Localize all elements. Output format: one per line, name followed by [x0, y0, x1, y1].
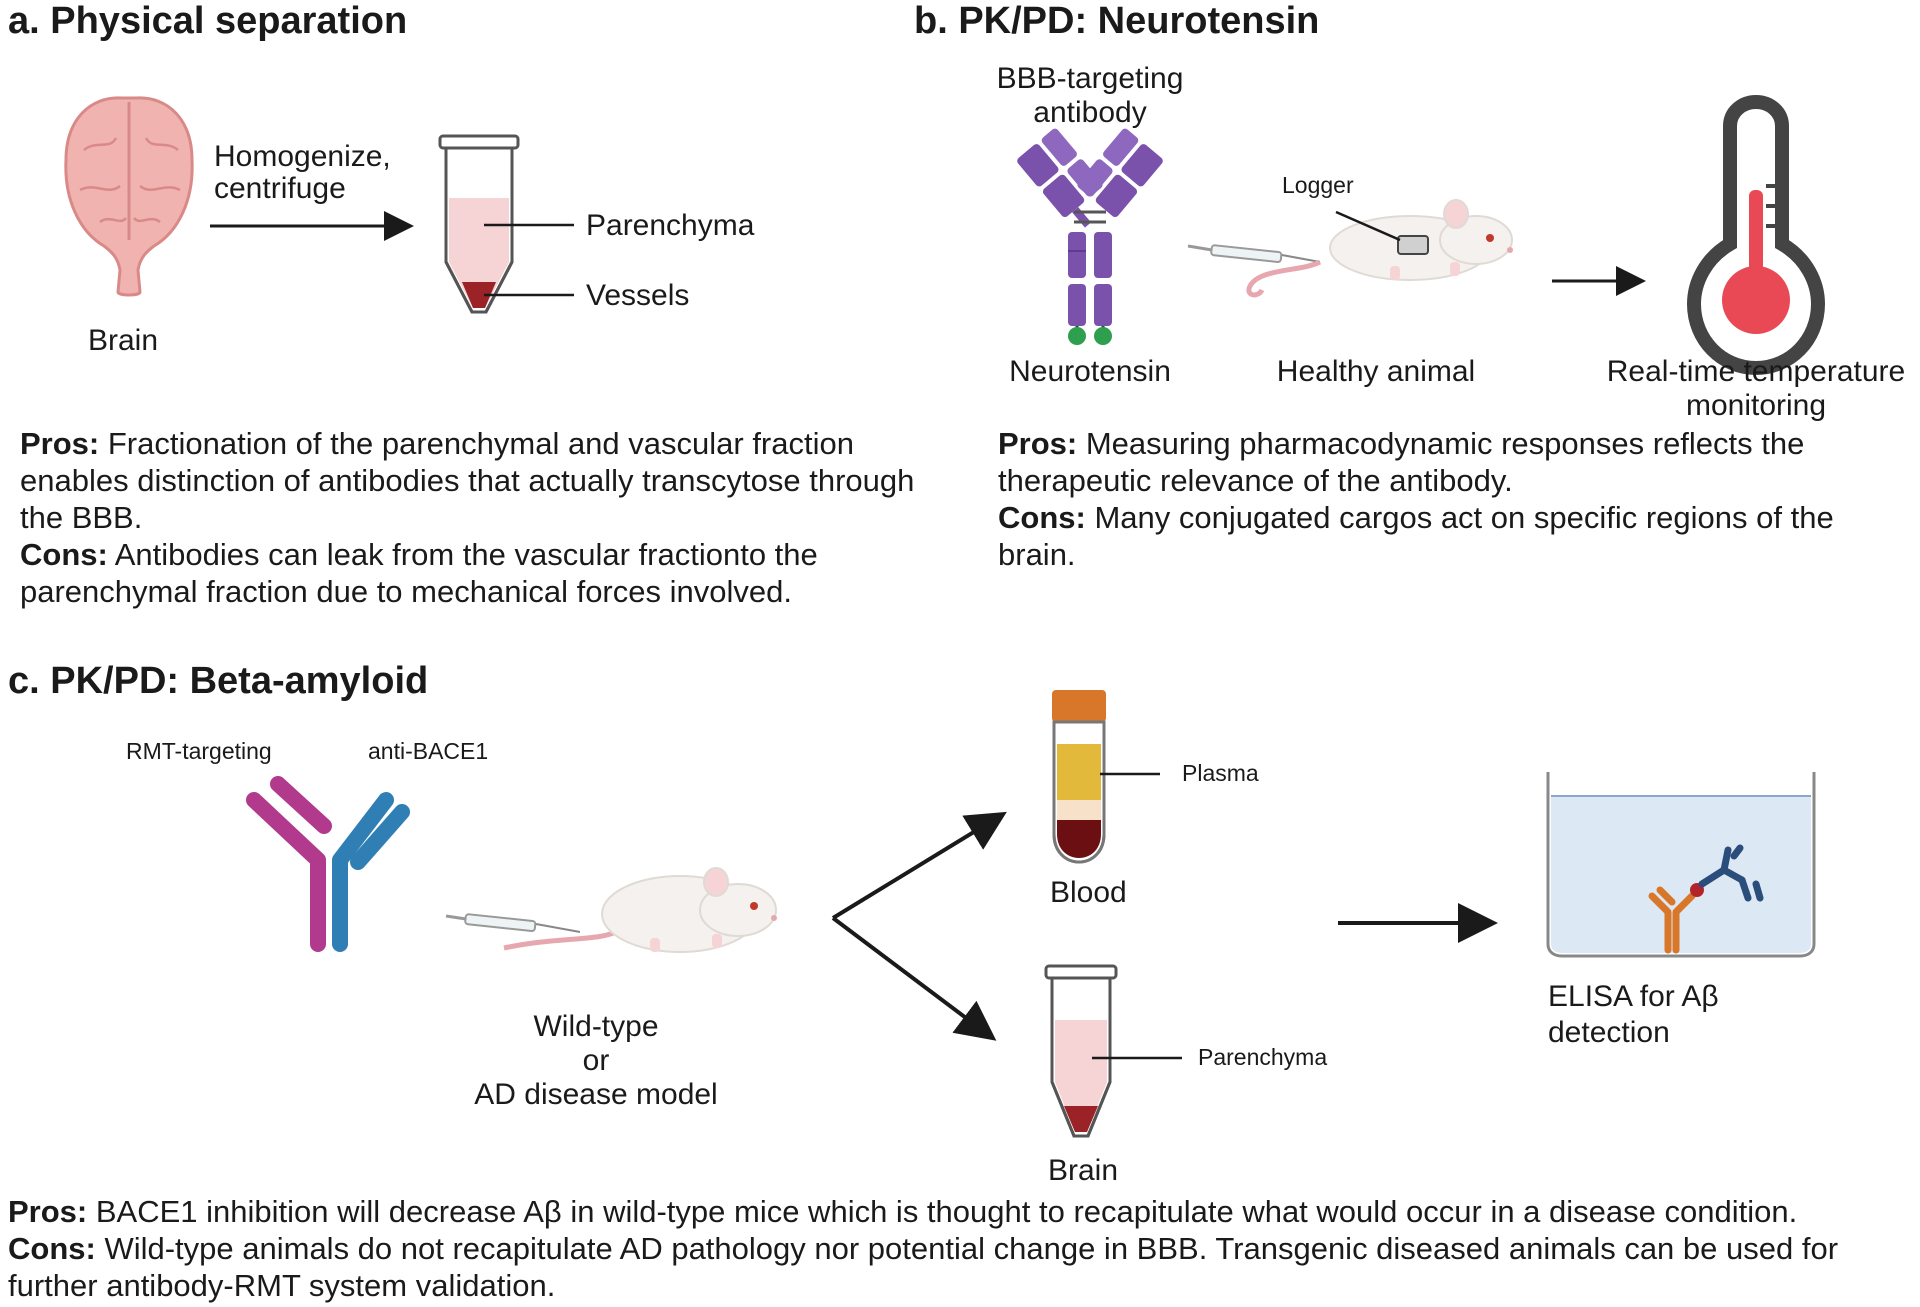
elisa-label-line1: ELISA for Aβ — [1548, 980, 1719, 1013]
panel-b-title: b. PK/PD: Neurotensin — [914, 0, 1320, 42]
antibody-label-line1: BBB-targeting — [996, 62, 1184, 95]
homogenize-label: Homogenize, — [214, 140, 391, 173]
centrifuge-label: centrifuge — [214, 172, 346, 205]
antibody-label-line2: antibody — [1033, 96, 1147, 129]
anti-bace1-label: anti-BACE1 — [368, 738, 489, 764]
brain-label: Brain — [88, 324, 159, 357]
rmt-targeting-label: RMT-targeting — [126, 738, 272, 764]
panel-c-title: c. PK/PD: Beta-amyloid — [8, 660, 429, 702]
logger-label: Logger — [1282, 172, 1354, 198]
pros-label: Pros: — [8, 1194, 88, 1229]
brain-icon — [64, 96, 194, 297]
panel-a-title: a. Physical separation — [8, 0, 408, 42]
mouse-label-line1: Wild-type — [533, 1010, 659, 1043]
mouse-label-line2: or — [582, 1044, 610, 1077]
cons-label: Cons: — [8, 1231, 96, 1266]
pros-text: Measuring pharmacodynamic responses refl… — [998, 426, 1805, 498]
panel-a-cons: Cons: Antibodies can leak from the vascu… — [20, 536, 920, 610]
monitoring-label-line2: monitoring — [1685, 389, 1827, 422]
bbb-antibody-icon — [1017, 128, 1163, 336]
pros-text: Fractionation of the parenchymal and vas… — [20, 426, 915, 535]
cons-text: Wild-type animals do not recapitulate AD… — [8, 1231, 1839, 1303]
split-arrow-up — [831, 811, 1007, 920]
elisa-label-line2: detection — [1548, 1016, 1670, 1049]
cons-label: Cons: — [998, 500, 1086, 535]
neurotensin-icon — [1068, 327, 1112, 345]
panel-b-pros: Pros: Measuring pharmacodynamic response… — [998, 425, 1898, 499]
panel-a-pros: Pros: Fractionation of the parenchymal a… — [20, 425, 920, 536]
model-mouse-icon — [503, 867, 777, 953]
monitoring-label-line1: Real-time temperature — [1606, 355, 1906, 388]
panel-c-pros: Pros: BACE1 inhibition will decrease Aβ … — [8, 1193, 1918, 1230]
cons-text: Antibodies can leak from the vascular fr… — [20, 537, 818, 609]
syringe-icon-c — [445, 913, 581, 933]
pros-text: BACE1 inhibition will decrease Aβ in wil… — [87, 1194, 1798, 1229]
pros-label: Pros: — [998, 426, 1078, 461]
detection-antibody-icon — [1698, 844, 1764, 902]
logger-icon — [1335, 210, 1429, 255]
neurotensin-label: Neurotensin — [1009, 355, 1171, 388]
panel-c-cons: Cons: Wild-type animals do not recapitul… — [8, 1230, 1920, 1304]
split-arrow-down — [831, 916, 997, 1041]
tube-parenchyma-label: Parenchyma — [586, 209, 755, 242]
blood-tube-icon — [1052, 690, 1106, 864]
healthy-mouse-icon — [1246, 199, 1513, 298]
brain-tube-icon — [1044, 964, 1118, 1138]
blood-label: Blood — [1050, 876, 1127, 909]
plasma-label: Plasma — [1182, 760, 1259, 786]
mouse-label-line3: AD disease model — [474, 1078, 718, 1111]
panel-b-cons: Cons: Many conjugated cargos act on spec… — [998, 499, 1898, 573]
bispecific-antibody-icon — [246, 776, 410, 952]
tube-vessels-label: Vessels — [586, 279, 690, 312]
elisa-well-icon — [1546, 772, 1816, 958]
thermometer-icon — [1686, 94, 1826, 376]
healthy-animal-label: Healthy animal — [1276, 355, 1476, 388]
cons-text: Many conjugated cargos act on specific r… — [998, 500, 1834, 572]
pros-label: Pros: — [20, 426, 100, 461]
brain-parenchyma-label: Parenchyma — [1198, 1044, 1328, 1070]
cons-label: Cons: — [20, 537, 108, 572]
syringe-icon — [1187, 244, 1321, 263]
capture-antibody-icon — [1648, 883, 1704, 954]
brain-tube-label: Brain — [1048, 1154, 1119, 1187]
